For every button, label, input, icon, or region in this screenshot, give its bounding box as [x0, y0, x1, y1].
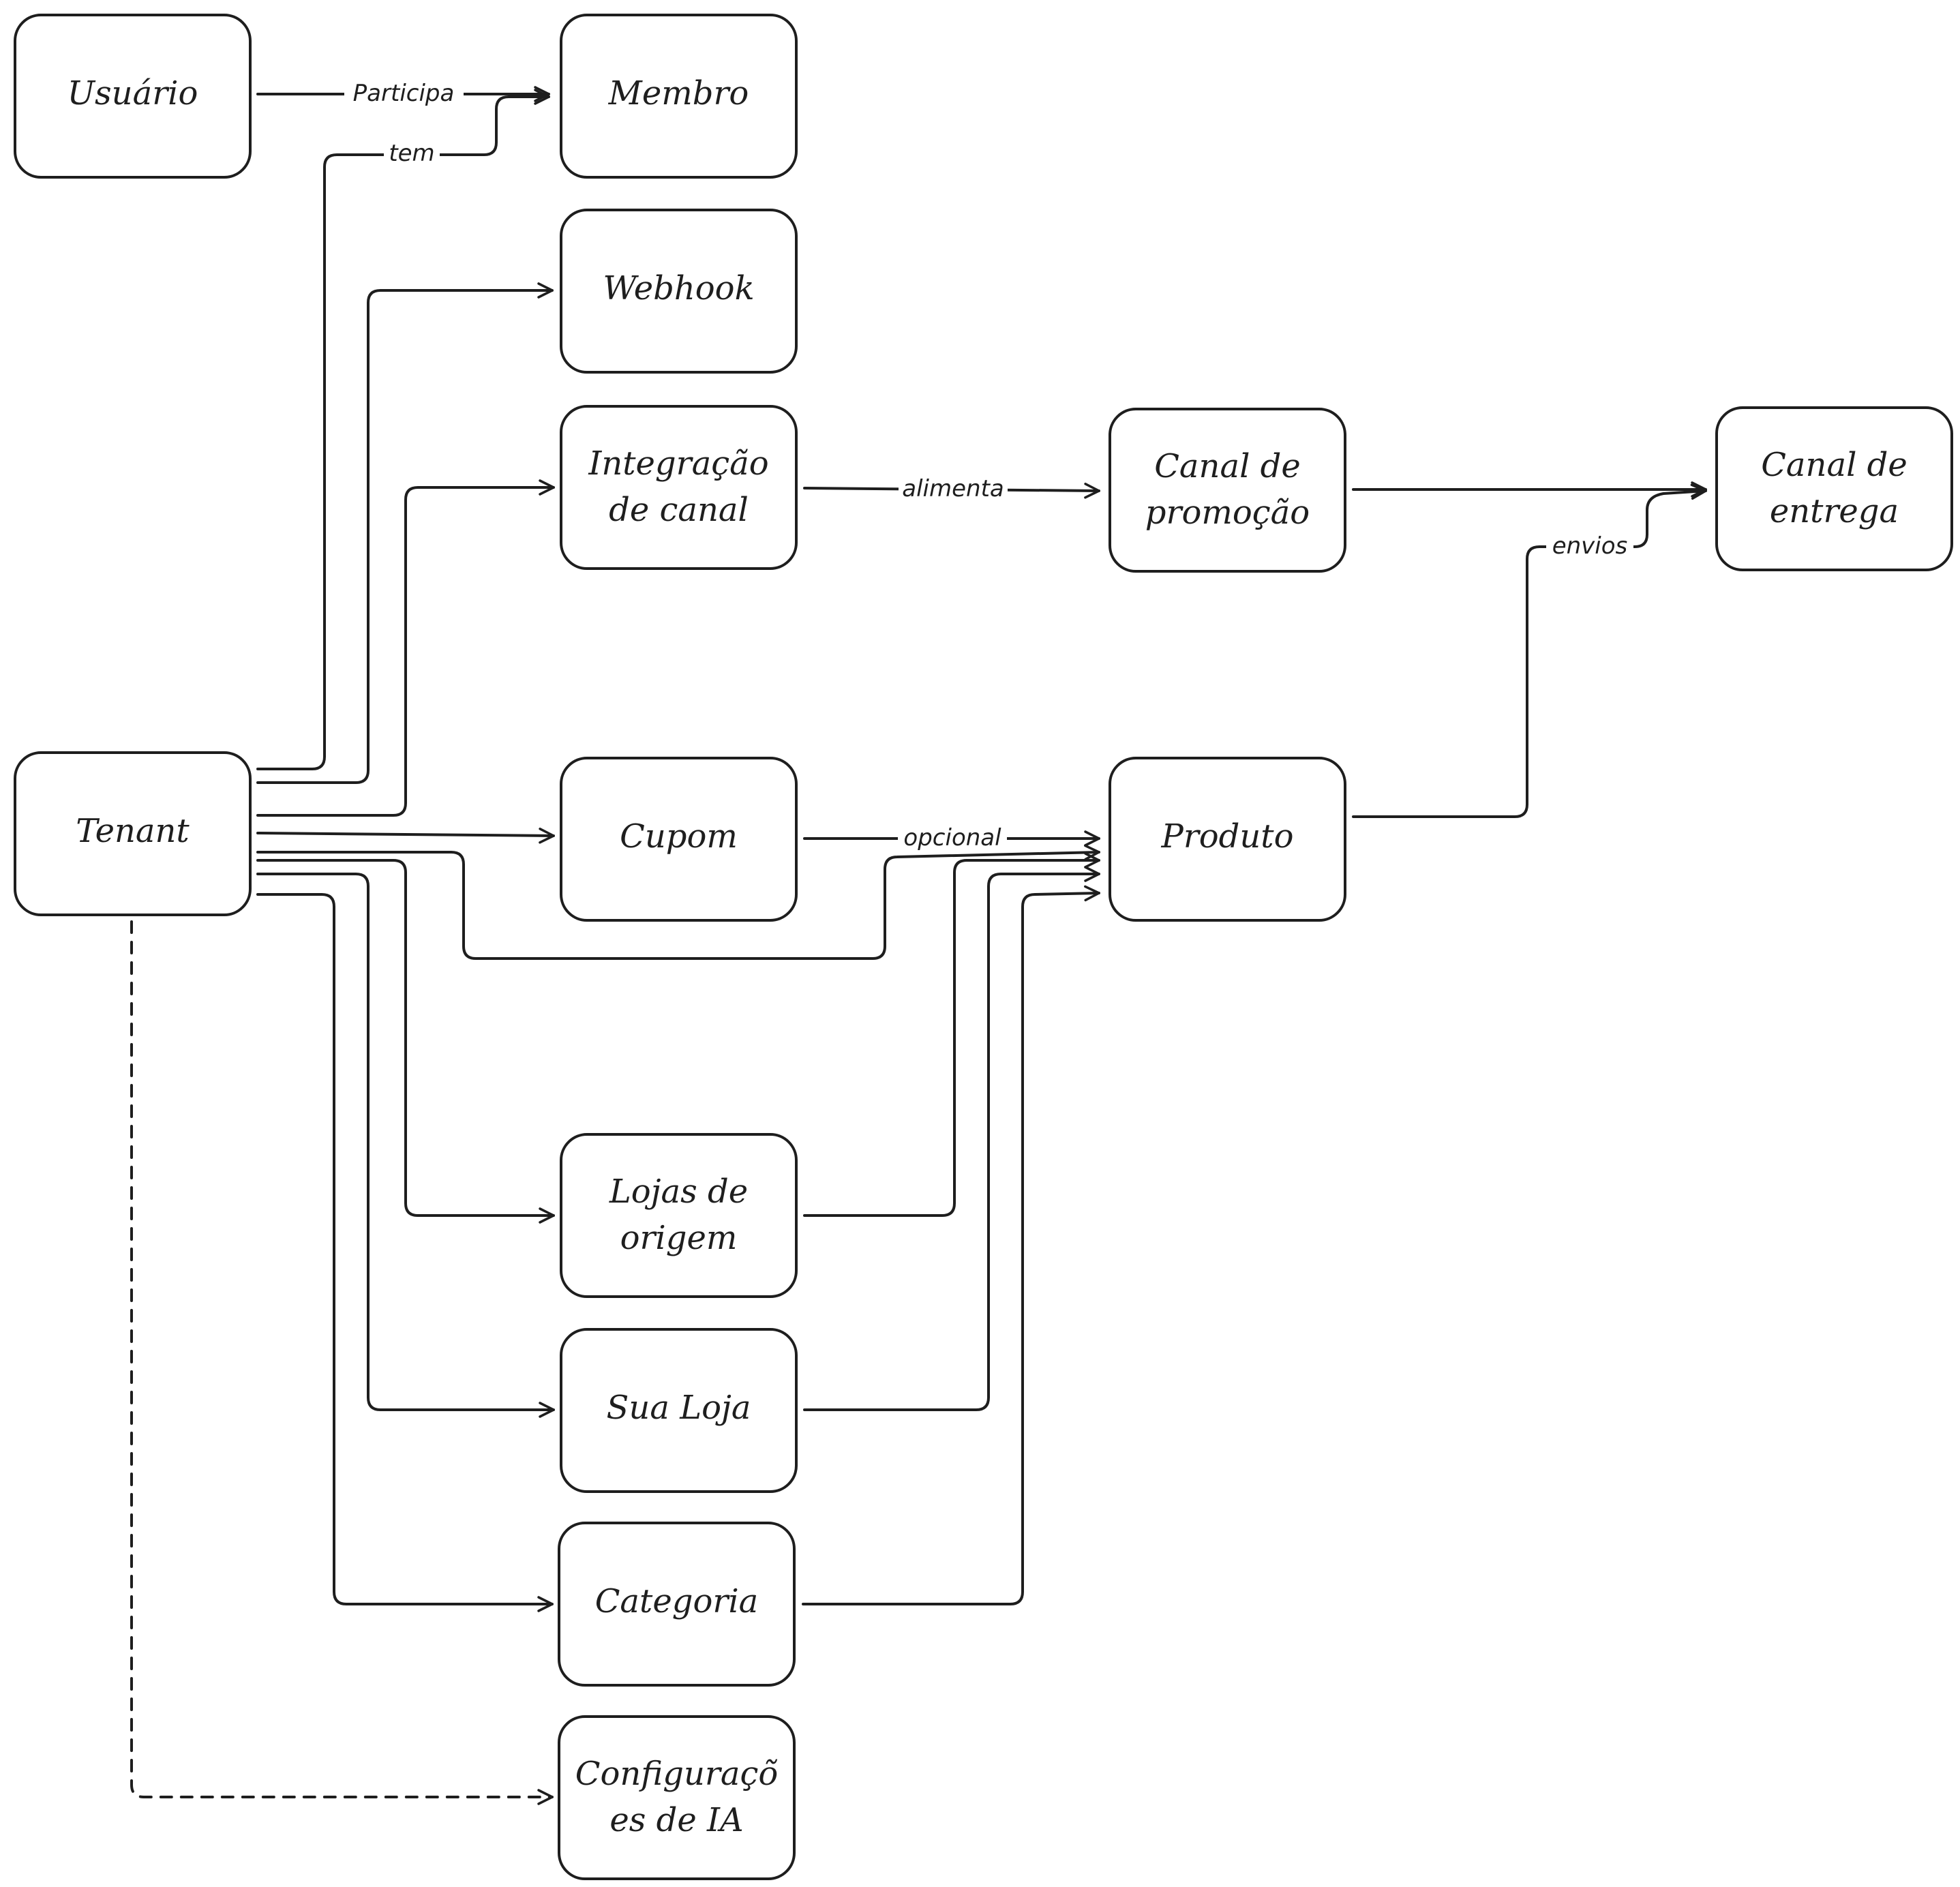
svg-text:Integração: Integração	[588, 444, 768, 483]
svg-text:entrega: entrega	[1770, 492, 1899, 530]
edge-tenant-categoria	[256, 893, 554, 1612]
node-sua-loja[interactable]: Sua Loja	[560, 1328, 798, 1493]
node-membro[interactable]: Membro	[560, 14, 798, 179]
svg-text:Sua Loja: Sua Loja	[607, 1389, 751, 1427]
node-webhook[interactable]: Webhook	[560, 209, 798, 374]
edge-tenant-integracao	[256, 479, 555, 817]
node-integracao-de-canal[interactable]: Integração de canal	[560, 405, 798, 570]
label-opcional: opcional	[898, 822, 1007, 852]
node-tenant[interactable]: Tenant	[14, 751, 252, 916]
node-usuario[interactable]: Usuário	[14, 14, 252, 179]
svg-text:Configuraçõ: Configuraçõ	[575, 1755, 779, 1793]
label-participa: Participa	[344, 78, 464, 108]
svg-text:promoção: promoção	[1145, 494, 1310, 532]
svg-text:origem: origem	[620, 1219, 738, 1257]
edge-produto-canal-entrega	[1352, 483, 1707, 818]
svg-text:Cupom: Cupom	[620, 817, 738, 856]
edge-labels: Participa tem alimenta opcional envios	[344, 78, 1633, 852]
edge-tenant-produto	[256, 844, 1100, 960]
edge-tenant-membro	[256, 89, 550, 770]
node-produto[interactable]: Produto	[1109, 757, 1346, 922]
svg-text:Participa: Participa	[353, 80, 455, 107]
label-alimenta: alimenta	[899, 473, 1008, 503]
node-canal-de-entrega[interactable]: Canal de entrega	[1715, 406, 1953, 571]
nodes: Usuário Membro Webhook Integração de can…	[14, 14, 1953, 1880]
node-configuracoes-de-ia[interactable]: Configuraçõ es de IA	[558, 1715, 796, 1880]
edge-tenant-sua-loja	[256, 873, 555, 1418]
edge-categoria-produto	[802, 885, 1100, 1605]
edge-tenant-lojas-origem	[256, 859, 555, 1224]
edges	[130, 86, 1707, 1805]
svg-text:Canal de: Canal de	[1154, 447, 1301, 485]
svg-text:de canal: de canal	[609, 491, 749, 529]
edge-tenant-webhook	[256, 282, 554, 784]
edge-tenant-config-ia	[130, 920, 554, 1805]
svg-text:Canal de: Canal de	[1761, 446, 1908, 484]
edge-sua-loja-produto	[803, 866, 1100, 1411]
node-categoria[interactable]: Categoria	[558, 1522, 796, 1687]
svg-text:envios: envios	[1552, 532, 1628, 560]
svg-text:Usuário: Usuário	[67, 74, 198, 112]
svg-text:alimenta: alimenta	[902, 475, 1004, 502]
edge-tenant-cupom	[256, 828, 555, 844]
svg-text:Produto: Produto	[1161, 817, 1294, 856]
svg-text:Membro: Membro	[608, 74, 749, 112]
edge-lojas-origem-produto	[803, 852, 1100, 1217]
node-lojas-de-origem[interactable]: Lojas de origem	[560, 1133, 798, 1298]
svg-text:Tenant: Tenant	[76, 812, 190, 850]
svg-text:Webhook: Webhook	[603, 269, 754, 307]
node-canal-de-promocao[interactable]: Canal de promoção	[1109, 408, 1346, 573]
svg-text:es de IA: es de IA	[609, 1801, 743, 1839]
svg-text:Lojas de: Lojas de	[609, 1173, 748, 1211]
label-envios: envios	[1546, 530, 1633, 560]
svg-text:tem: tem	[389, 140, 434, 167]
node-cupom[interactable]: Cupom	[560, 757, 798, 922]
label-tem: tem	[384, 138, 440, 168]
svg-text:Categoria: Categoria	[595, 1582, 759, 1620]
svg-text:opcional: opcional	[903, 824, 1001, 851]
